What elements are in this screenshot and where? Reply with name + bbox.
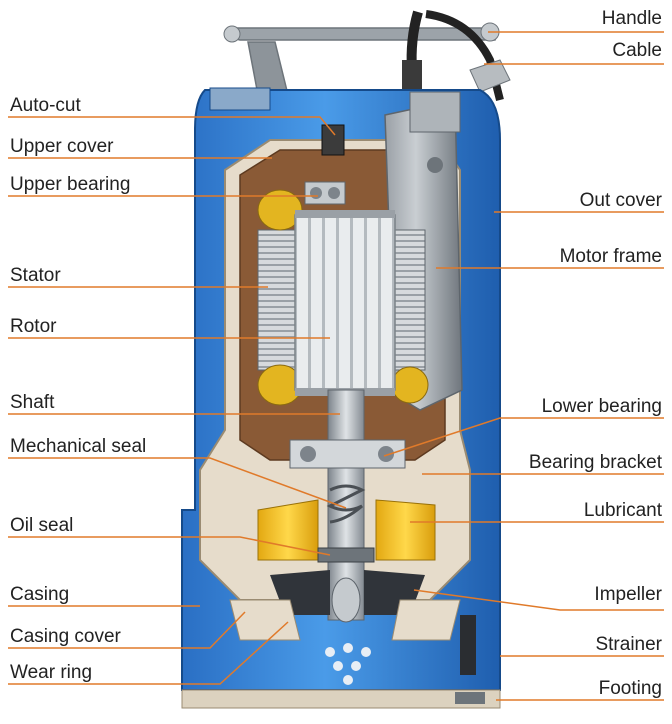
oil-seal-part <box>317 547 375 563</box>
casing-cover-part <box>229 599 461 641</box>
label-motor-frame: Motor frame <box>560 246 662 267</box>
label-casing-cover: Casing cover <box>10 626 122 647</box>
auto-cut-part <box>321 124 345 156</box>
lubricant-part <box>257 499 436 561</box>
label-out-cover: Out cover <box>580 190 663 211</box>
label-footing: Footing <box>599 678 662 699</box>
label-oil-seal: Oil seal <box>10 515 73 536</box>
label-bearing-bracket: Bearing bracket <box>529 452 663 473</box>
handle-part <box>223 22 500 96</box>
lower-bearing-part <box>289 439 406 469</box>
label-auto-cut: Auto-cut <box>10 95 81 116</box>
label-mechanical-seal: Mechanical seal <box>10 436 146 457</box>
label-cable: Cable <box>612 40 662 61</box>
label-rotor: Rotor <box>10 316 57 337</box>
leader-lines-left <box>8 116 347 685</box>
labels-left: Auto-cut Upper cover Upper bearing Stato… <box>10 95 146 683</box>
label-upper-cover: Upper cover <box>10 136 114 157</box>
cable-part <box>402 10 511 101</box>
stator-part <box>257 229 426 371</box>
mechanical-seal-part <box>326 484 366 524</box>
upper-bearing-part <box>304 181 346 205</box>
labels-right: Handle Cable Out cover Motor frame Lower… <box>529 8 663 699</box>
footing-part <box>181 689 501 709</box>
label-lower-bearing: Lower bearing <box>542 396 662 417</box>
label-shaft: Shaft <box>10 392 55 413</box>
label-lubricant: Lubricant <box>584 500 663 521</box>
windings-part <box>257 189 429 406</box>
leader-lines-right <box>383 31 664 701</box>
label-wear-ring: Wear ring <box>10 662 92 683</box>
label-upper-bearing: Upper bearing <box>10 174 130 195</box>
strainer-part <box>325 615 476 685</box>
rotor-part <box>294 210 396 396</box>
label-strainer: Strainer <box>595 634 662 655</box>
label-stator: Stator <box>10 265 61 286</box>
label-impeller: Impeller <box>594 584 662 605</box>
label-casing: Casing <box>10 584 69 605</box>
label-handle: Handle <box>602 8 662 29</box>
